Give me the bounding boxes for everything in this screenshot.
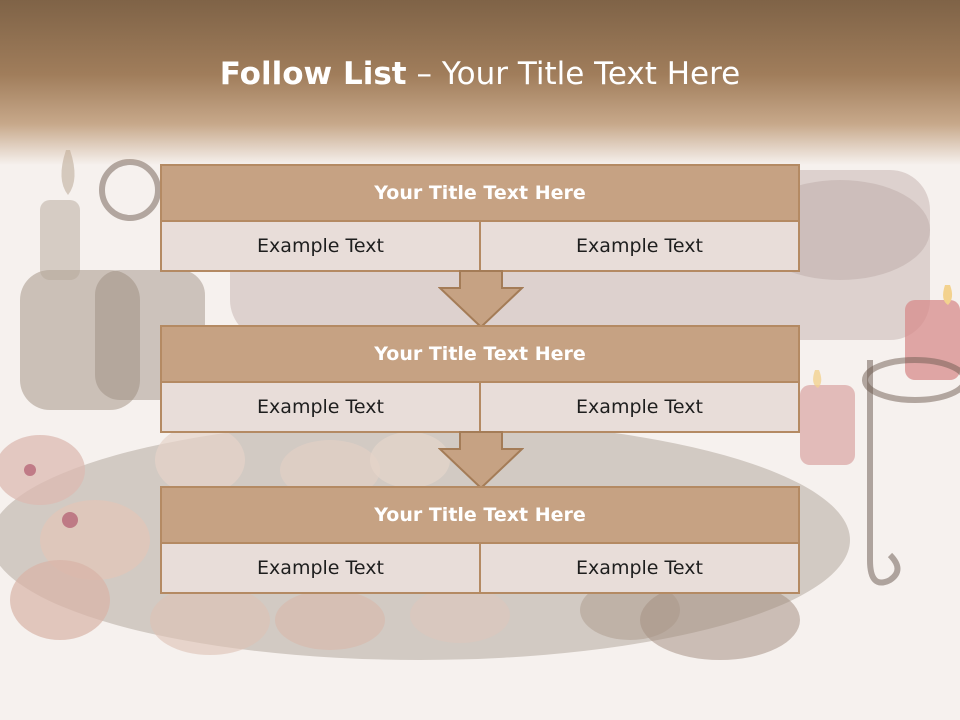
step-cell-right: Example Text <box>479 544 798 592</box>
step-box-1: Your Title Text Here Example Text Exampl… <box>160 164 800 272</box>
step-cell-left: Example Text <box>257 557 384 579</box>
step-row: Example Text Example Text <box>162 383 798 431</box>
step-title: Your Title Text Here <box>162 488 798 544</box>
slide-title: Follow List – Your Title Text Here <box>0 56 960 92</box>
step-box-2: Your Title Text Here Example Text Exampl… <box>160 325 800 433</box>
slide-title-bold: Follow List <box>219 56 407 92</box>
step-title: Your Title Text Here <box>162 327 798 383</box>
slide-title-rest: Your Title Text Here <box>441 56 741 92</box>
step-box-3: Your Title Text Here Example Text Exampl… <box>160 486 800 594</box>
down-arrow-icon <box>438 270 524 329</box>
header-band <box>0 0 960 165</box>
slide-title-separator: – <box>416 56 432 92</box>
step-title: Your Title Text Here <box>162 166 798 222</box>
step-row: Example Text Example Text <box>162 544 798 592</box>
step-row: Example Text Example Text <box>162 222 798 270</box>
step-cell-right: Example Text <box>479 222 798 270</box>
step-cell-left: Example Text <box>257 235 384 257</box>
down-arrow-icon <box>438 431 524 490</box>
step-cell-left: Example Text <box>257 396 384 418</box>
step-cell-right: Example Text <box>479 383 798 431</box>
